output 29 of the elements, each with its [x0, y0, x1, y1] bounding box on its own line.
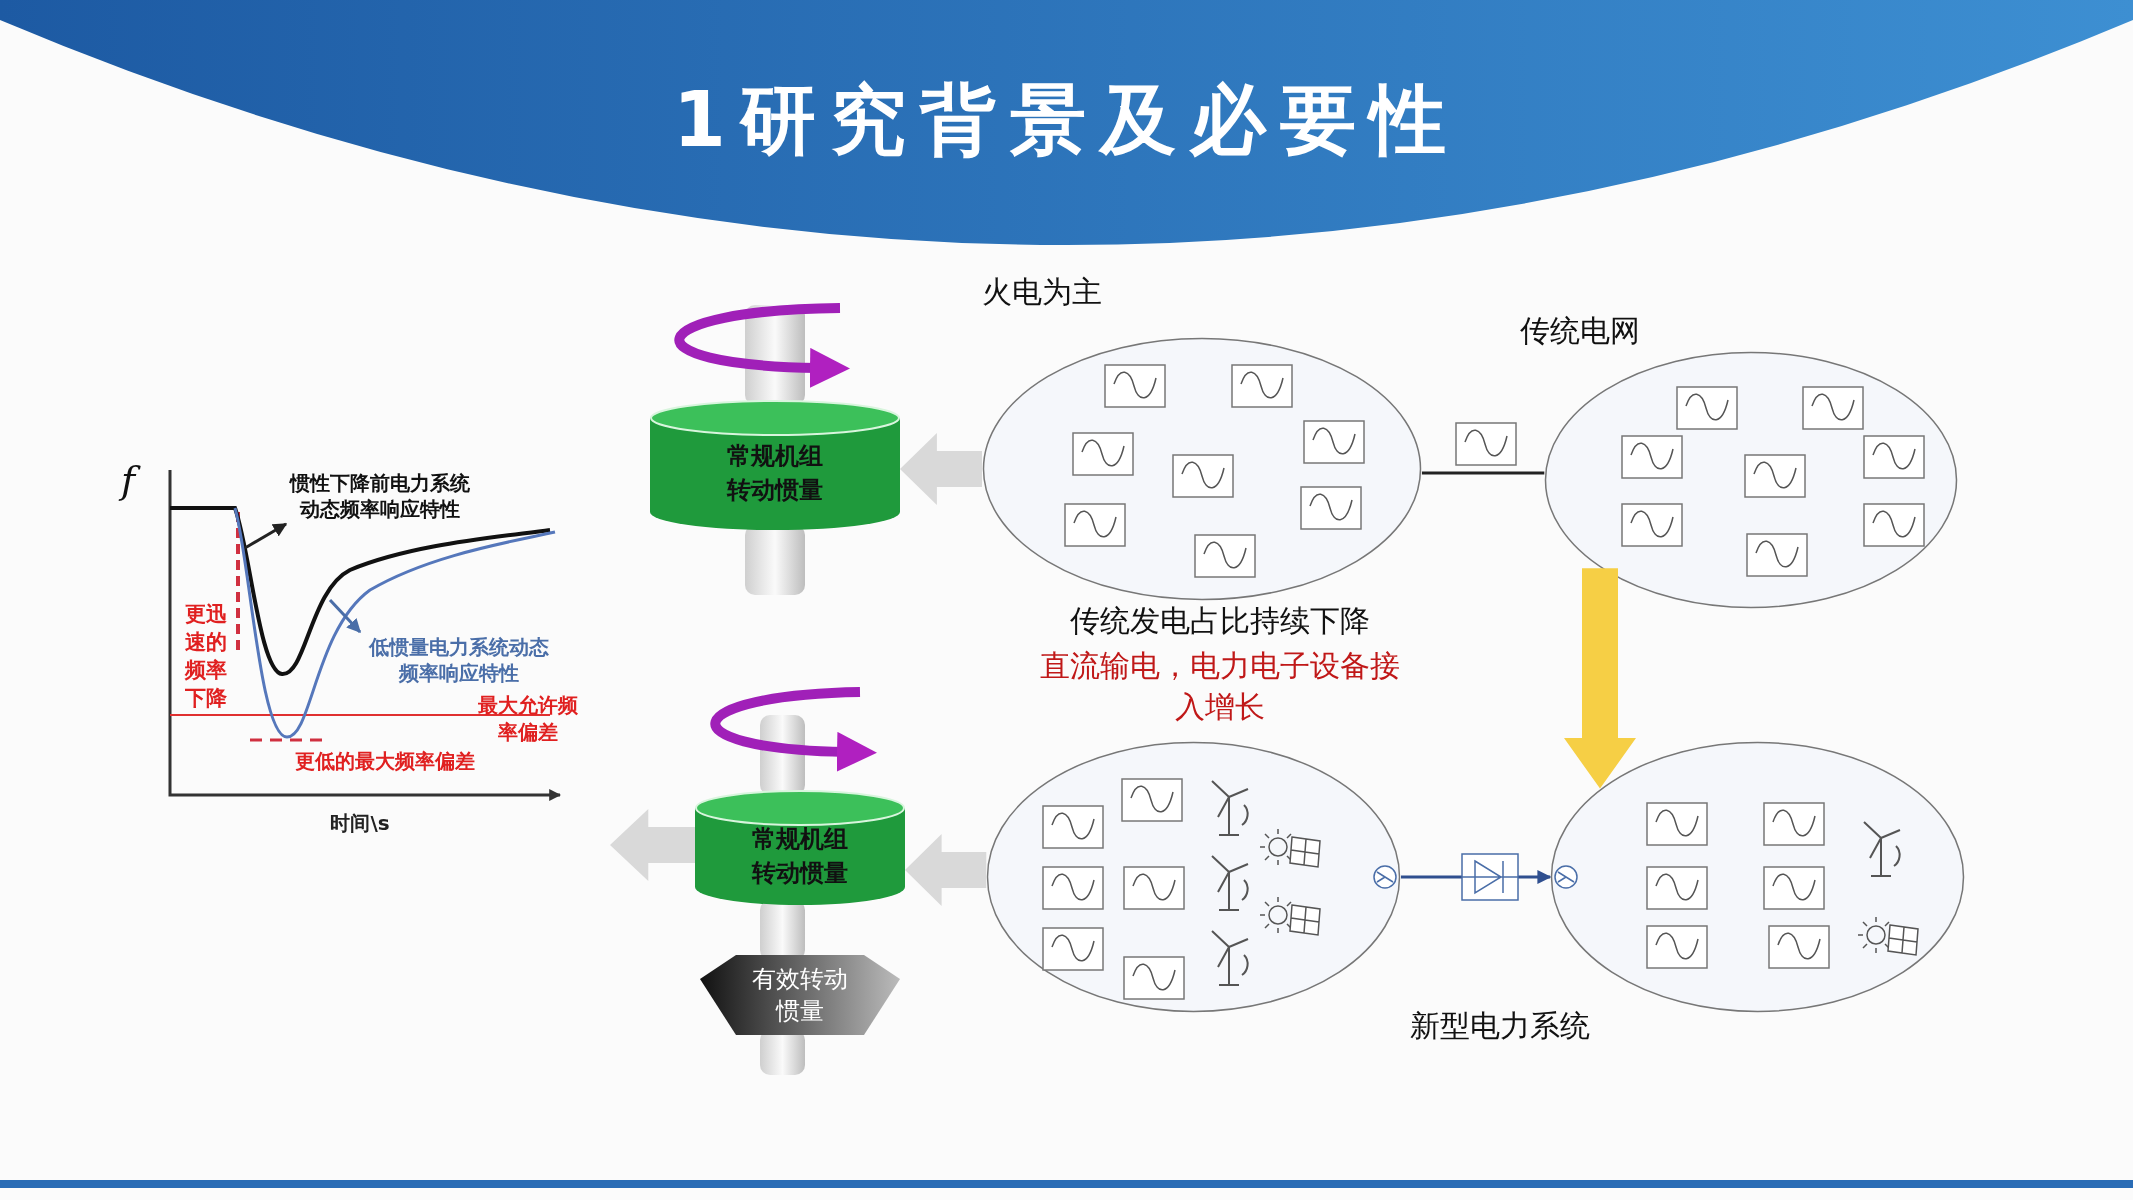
node-label: 有效转动惯量: [751, 964, 849, 1027]
block-arrow: [1564, 568, 1636, 789]
block-arrow: [900, 433, 982, 505]
block-arrow: [610, 809, 695, 881]
annotation-text: 更迅速的频率下降: [184, 601, 228, 712]
annotation-text: 惯性下降前电力系统动态频率响应特性: [290, 470, 470, 522]
block-arrow: [905, 834, 987, 906]
label: 新型电力系统: [1409, 1007, 1591, 1045]
flywheel-cylinder: [650, 400, 900, 530]
annotation-text: 低惯量电力系统动态频率响应特性: [368, 634, 550, 686]
flywheel-cylinder: [695, 790, 905, 905]
axis-label: f: [108, 455, 148, 506]
leader-line: [328, 598, 362, 634]
slide-title: 1研究背景及必要性: [672, 74, 1461, 166]
node-caption: 火电为主: [982, 273, 1102, 311]
grid-ellipse: [1550, 741, 1965, 1013]
grid-ellipse: [982, 337, 1422, 601]
grid-ellipse: [1544, 351, 1958, 609]
label: 直流输电，电力电子设备接入增长: [1039, 647, 1401, 726]
grid-ellipse: [986, 741, 1401, 1013]
label: 传统发电占比持续下降: [1069, 602, 1371, 640]
label: 传统电网: [1519, 312, 1641, 350]
node-label: 常规机组转动惯量: [750, 823, 849, 889]
axis-label: 时间\s: [329, 810, 391, 837]
annotation-text: 最大允许频率偏差: [478, 692, 578, 746]
connector-line: [1421, 471, 1545, 475]
annotation-text: 更低的最大频率偏差: [294, 748, 476, 775]
node-label: 常规机组转动惯量: [725, 441, 824, 506]
leader-line: [244, 522, 288, 550]
